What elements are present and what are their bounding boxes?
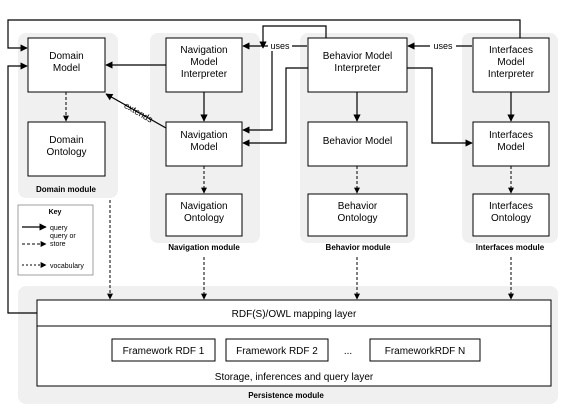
uses-left-label: uses: [270, 41, 290, 51]
legend-title: Key: [49, 209, 62, 216]
vocabulary-edges: [63, 92, 514, 300]
text-line: Interpreter: [334, 63, 381, 74]
text-line: Navigation: [180, 130, 227, 141]
text-line: Interpreter: [488, 69, 535, 80]
persistence-module-label: Persistence module: [248, 391, 324, 400]
framework-rdf-n-label: FrameworkRDF N: [385, 346, 466, 357]
legend-query-label: query: [50, 225, 68, 232]
storage-layer-label: Storage, inferences and query layer: [215, 372, 374, 383]
uses-right-label: uses: [433, 41, 453, 51]
text-line: Ontology: [337, 213, 377, 224]
text-line: Navigation: [180, 201, 227, 212]
text-line: Framework RDF 2: [236, 346, 318, 357]
text-line: Domain: [49, 135, 83, 146]
text-line: FrameworkRDF N: [385, 346, 466, 357]
text-line: Framework RDF 1: [123, 346, 205, 357]
text-line: Interfaces: [489, 130, 533, 141]
framework-rdf-n-box: FrameworkRDF N: [369, 338, 481, 362]
text-line: Behavior Model: [323, 51, 392, 62]
text-line: Domain: [49, 51, 83, 62]
text-line: Behavior Model: [323, 136, 392, 147]
text-line: Model: [190, 57, 217, 68]
edge-persistence-to-domain-model: [7, 62, 37, 314]
text-line: Model: [497, 57, 524, 68]
framework-rdf-2-box: Framework RDF 2: [225, 338, 329, 362]
edge-beh-interp-to-int-model: [407, 67, 473, 147]
behavior-model-box: Behavior Model: [307, 121, 408, 167]
text-line: Ontology: [491, 213, 531, 224]
text-line: Model: [497, 142, 524, 153]
text-line: RDF(S)/OWL mapping layer: [232, 309, 357, 320]
uses-left-bg: [268, 40, 292, 51]
text-line: query or: [50, 233, 76, 240]
uses-right-bg: [430, 40, 456, 51]
text-line: Model: [53, 63, 80, 74]
framework-rdf-1-label: Framework RDF 1: [123, 346, 205, 357]
behavior-model-label: Behavior Model: [323, 136, 392, 147]
text-line: Behavior: [338, 201, 378, 212]
interfaces-module-label: Interfaces module: [476, 243, 545, 252]
mapping-layer-box: RDF(S)/OWL mapping layer: [36, 299, 552, 327]
legend-vocabulary-label: vocabulary: [50, 263, 84, 270]
query-edges: [7, 19, 521, 314]
edge-int-interp-to-domain-model-top: [7, 19, 521, 52]
text-line: Navigation: [180, 45, 227, 56]
domain-module-label: Domain module: [36, 185, 97, 194]
framework-rdf-1-box: Framework RDF 1: [111, 338, 216, 362]
navigation-module-label: Navigation module: [168, 243, 240, 252]
text-line: Interfaces: [489, 45, 533, 56]
edge-beh-interp-to-nav-model: [242, 67, 308, 147]
edge-nav-interp-to-nav-model-side: [242, 50, 273, 134]
edge-extends: [105, 93, 167, 129]
text-line: Interfaces: [489, 201, 533, 212]
text-line: Ontology: [184, 213, 224, 224]
framework-rdf-2-label: Framework RDF 2: [236, 346, 318, 357]
text-line: store: [50, 241, 66, 248]
text-line: Ontology: [46, 147, 86, 158]
mapping-layer-label: RDF(S)/OWL mapping layer: [232, 309, 357, 320]
ellipsis: ...: [344, 346, 352, 357]
text-line: Interpreter: [181, 69, 228, 80]
edge-beh-interp-top-loop: [259, 25, 327, 49]
behavior-module-label: Behavior module: [326, 243, 391, 252]
text-line: Model: [190, 142, 217, 153]
